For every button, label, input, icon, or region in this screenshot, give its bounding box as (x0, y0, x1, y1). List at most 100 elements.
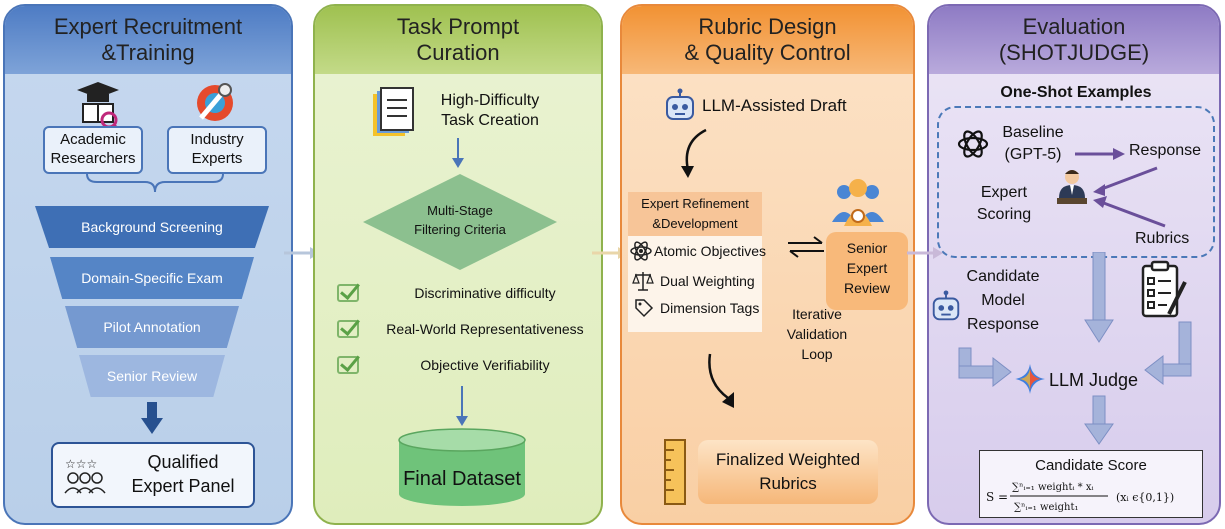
clipboard-checklist-icon (1139, 260, 1189, 320)
atom-icon (630, 240, 652, 262)
panel-evaluation: Evaluation (SHOTJUDGE) One-Shot Examples… (927, 4, 1221, 525)
panel-title-line2: & Quality Control (684, 40, 851, 65)
scale-icon (632, 270, 654, 292)
ruler-icon (662, 438, 688, 506)
final-rubrics-line1: Finalized Weighted (715, 450, 861, 469)
svg-text:∑ⁿᵢ₌₁ weight₁: ∑ⁿᵢ₌₁ weight₁ (1014, 502, 1079, 513)
funnel-stage-pilot-annotation: Pilot Annotation (65, 306, 239, 348)
checkbox-icon (337, 356, 359, 374)
checkbox-icon (337, 320, 359, 338)
funnel-stage-senior-review: Senior Review (79, 355, 225, 397)
qualified-expert-panel-box: ☆☆☆ Qualified Expert Panel (51, 442, 255, 508)
refine-label-1: Expert Refinement (641, 196, 749, 211)
senior-label-3: Review (844, 280, 890, 296)
svg-text:☆☆☆: ☆☆☆ (65, 457, 97, 471)
gear-wrench-icon (191, 78, 239, 128)
task-creation-line1: High-Difficulty (440, 92, 540, 109)
scoring-label-2: Scoring (976, 206, 1032, 223)
industry-label-2: Experts (191, 150, 243, 167)
dual-weighting-label: Dual Weighting (660, 273, 755, 289)
sparkle-icon (1015, 364, 1045, 394)
criterion-2: Real-World Representativeness (386, 321, 584, 337)
score-title: Candidate Score (1035, 457, 1147, 474)
funnel-label: Domain-Specific Exam (81, 270, 223, 286)
dimension-tags-label: Dimension Tags (660, 300, 760, 316)
academic-label-1: Academic (60, 131, 126, 148)
svg-text:(xᵢ ϵ{0,1}): (xᵢ ϵ{0,1}) (1116, 491, 1174, 504)
graduation-book-icon (75, 80, 121, 132)
candidate-label-2: Model (981, 292, 1025, 309)
panel-header: Evaluation (SHOTJUDGE) (929, 6, 1219, 74)
checkbox-icon (337, 284, 359, 302)
robot-icon (929, 290, 963, 324)
document-stack-icon (371, 86, 417, 138)
down-arrow-icon (141, 402, 163, 434)
funnel-stage-domain-exam: Domain-Specific Exam (50, 257, 254, 299)
qualified-label-2: Expert Panel (131, 476, 235, 496)
svg-text:∑ⁿᵢ₌₁ weightᵢ * xᵢ: ∑ⁿᵢ₌₁ weightᵢ * xᵢ (1012, 482, 1094, 493)
panel-expert-recruitment: Expert Recruitment &Training Academic Re… (3, 4, 293, 525)
response-label: Response (1129, 142, 1202, 159)
diamond-label-2: Filtering Criteria (414, 222, 506, 237)
svg-text:S =: S = (986, 490, 1008, 504)
funnel-label: Pilot Annotation (103, 319, 201, 335)
rubrics-label: Rubrics (1135, 230, 1190, 247)
academic-researchers-box: Academic Researchers (43, 126, 143, 174)
panel-title-line2: (SHOTJUDGE) (998, 40, 1150, 65)
criterion-1: Discriminative difficulty (414, 285, 556, 301)
arrow-connector-3 (907, 244, 943, 262)
senior-label-2: Expert (846, 260, 888, 276)
arrow-to-response (1075, 146, 1125, 162)
panel-header: Task Prompt Curation (315, 6, 601, 74)
industry-experts-box: Industry Experts (167, 126, 267, 174)
team-stars-icon: ☆☆☆ (63, 456, 107, 494)
curved-arrow-icon (676, 128, 710, 178)
final-rubrics-line2: Rubrics (759, 474, 817, 493)
openai-logo-icon (955, 126, 991, 162)
criterion-3: Objective Verifiability (420, 357, 550, 373)
expert-refinement-box: Expert Refinement &Development Atomic Ob… (628, 192, 766, 332)
baseline-label-1: Baseline (1002, 124, 1064, 141)
funnel-label: Background Screening (81, 219, 223, 235)
curved-arrow-icon (704, 352, 738, 410)
one-shot-title: One-Shot Examples (1000, 84, 1152, 101)
llm-judge-label: LLM Judge (1049, 370, 1139, 390)
arrows-to-judge (1089, 164, 1199, 244)
refine-label-2: &Development (652, 216, 738, 231)
llm-draft-label: LLM-Assisted Draft (702, 96, 847, 115)
candidate-score-box: Candidate Score S = ∑ⁿᵢ₌₁ weightᵢ * xᵢ ∑ⁿᵢ… (979, 450, 1203, 518)
loop-label-2: Validation (786, 326, 848, 342)
candidate-label-1: Candidate (966, 268, 1040, 285)
candidate-label-3: Response (966, 316, 1040, 333)
expert-team-icon (830, 174, 886, 230)
tag-icon (634, 298, 654, 318)
industry-label-1: Industry (190, 131, 244, 148)
baseline-label-2: (GPT-5) (1004, 146, 1062, 163)
scoring-label-1: Expert (980, 184, 1028, 201)
one-shot-dashed-box (937, 106, 1215, 258)
senior-expert-review-box: Senior Expert Review (826, 232, 908, 310)
exchange-arrows-icon (786, 236, 826, 258)
funnel-stage-background-screening: Background Screening (35, 206, 269, 248)
down-arrow-icon (451, 138, 465, 168)
panel-task-prompt-curation: Task Prompt Curation High-Difficulty Tas… (313, 4, 603, 525)
judge-person-icon (1055, 168, 1089, 206)
atomic-objectives-label: Atomic Objectives (654, 243, 767, 259)
panel-header: Expert Recruitment &Training (5, 6, 291, 74)
score-formula: S = ∑ⁿᵢ₌₁ weightᵢ * xᵢ ∑ⁿᵢ₌₁ weight₁ (xᵢ ϵ{… (980, 477, 1202, 515)
qualified-label-1: Qualified (147, 452, 219, 472)
loop-label-1: Iterative (792, 306, 842, 322)
academic-label-2: Researchers (50, 150, 136, 167)
robot-icon (662, 88, 698, 124)
database-cylinder-icon (397, 428, 527, 508)
flow-arrows (949, 251, 1209, 448)
panel-title-line2: &Training (101, 40, 195, 65)
final-dataset-label: Final Dataset (403, 468, 521, 490)
panel-title-line2: Curation (416, 40, 500, 65)
task-creation-line2: Task Creation (441, 112, 539, 129)
panel-title-line1: Expert Recruitment (53, 14, 243, 39)
down-arrow-icon (455, 386, 469, 426)
senior-label-1: Senior (846, 240, 888, 256)
brace-connector (85, 172, 225, 196)
refine-header (628, 192, 762, 236)
